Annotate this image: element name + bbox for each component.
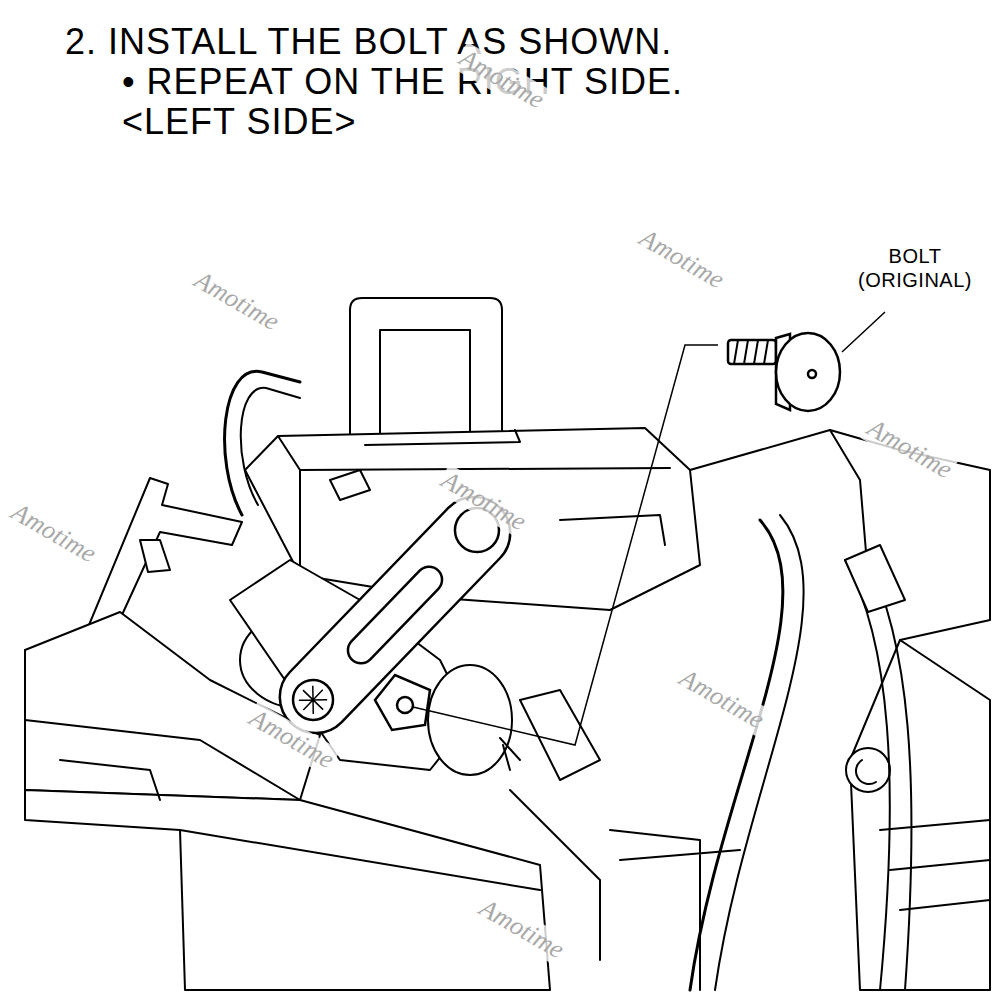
bolt-hole — [397, 697, 413, 713]
clip — [845, 545, 905, 612]
wire-loop — [610, 830, 740, 990]
tray — [25, 790, 550, 990]
part-label: BOLT (ORIGINAL) — [840, 244, 990, 292]
hose — [715, 515, 804, 990]
tube — [865, 555, 912, 990]
round-part-mark — [856, 760, 876, 784]
hose — [690, 520, 783, 990]
lug — [500, 738, 520, 770]
ribs — [880, 820, 990, 910]
watermark: Amotime — [188, 264, 287, 338]
instruction-note: • REPEAT ON THE RIGHT SIDE. — [122, 62, 683, 102]
tray-edge — [60, 760, 540, 890]
post-inner — [380, 330, 470, 440]
link-plate — [265, 482, 525, 748]
instruction-title: 2. INSTALL THE BOLT AS SHOWN. — [65, 22, 672, 62]
bolt — [728, 333, 840, 411]
round-part — [846, 748, 890, 792]
watermark: Amotime — [435, 464, 534, 538]
watermark: Amotime — [861, 412, 960, 486]
watermark: Amotime — [673, 662, 772, 736]
leader-line — [842, 312, 885, 352]
post — [350, 298, 502, 445]
housing-detail — [365, 430, 520, 445]
bracket-slot — [140, 540, 170, 572]
tube — [845, 560, 890, 990]
side-label: <LEFT SIDE> — [122, 102, 356, 142]
leader-line — [413, 345, 718, 745]
watermark: Amotime — [4, 496, 103, 570]
right-housing — [850, 640, 990, 990]
watermark: Amotime — [243, 702, 342, 776]
watermark: Amotime — [633, 222, 732, 296]
plate-tab — [375, 675, 430, 730]
watermark: Amotime — [473, 892, 572, 966]
